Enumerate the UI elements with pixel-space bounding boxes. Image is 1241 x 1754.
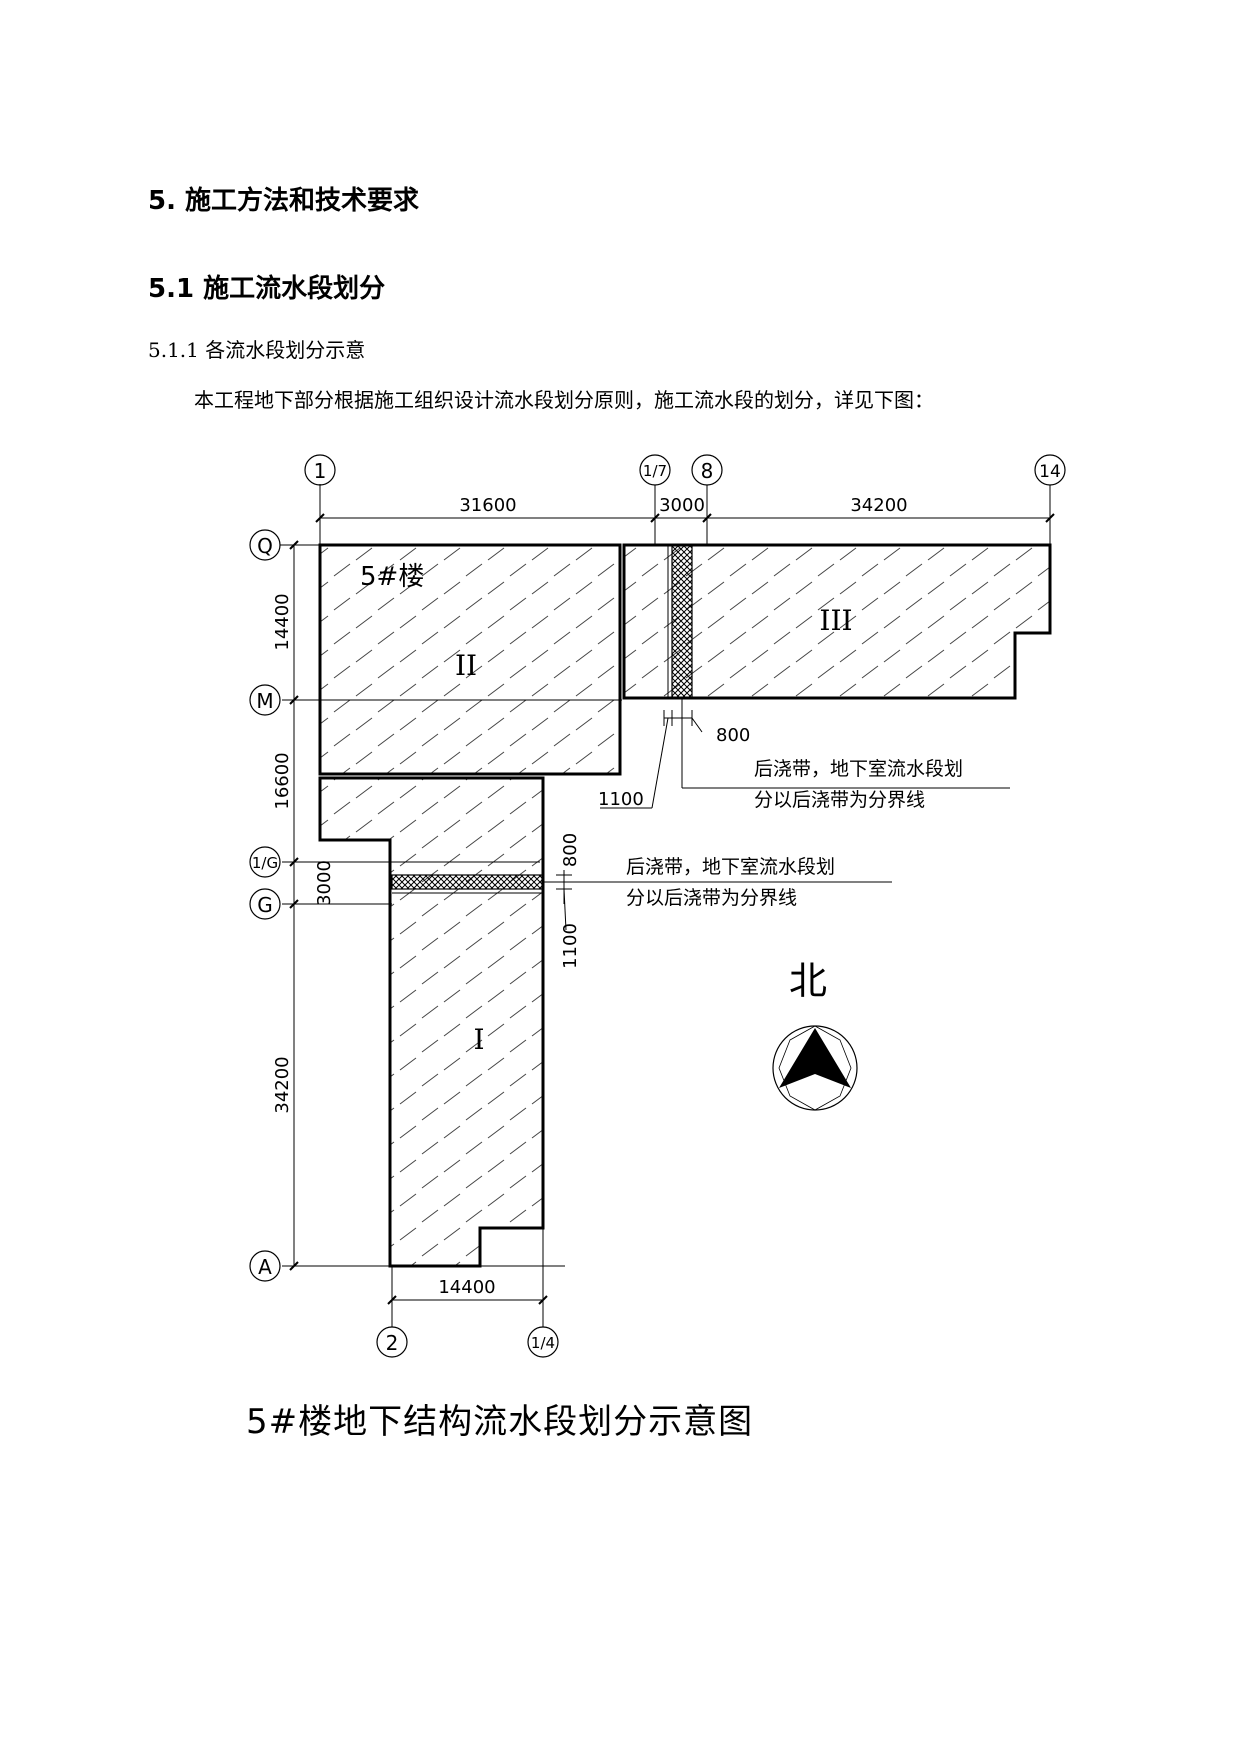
- dim-left-16600: 16600: [272, 752, 293, 809]
- axis-bubble-q: Q: [249, 529, 281, 561]
- dim-left-3000: 3000: [314, 860, 335, 906]
- svg-text:8: 8: [701, 459, 714, 483]
- section-label-i: I: [473, 1023, 484, 1056]
- band-left-width: 800: [560, 833, 581, 867]
- band-notes: 后浇带，地下室流水段划 分以后浇带为分界线 后浇带，地下室流水段划 分以后浇带为…: [626, 758, 963, 909]
- dimension-texts: 31600 3000 34200 14400 16600 3000 34200 …: [272, 495, 908, 1298]
- dim-top-31600: 31600: [459, 495, 516, 516]
- building-regions: [318, 543, 1052, 1268]
- sub-subsection-heading: 5.1.1 各流水段划分示意: [148, 338, 366, 362]
- section-heading: 5. 施工方法和技术要求: [148, 186, 420, 216]
- band-left-offset: 1100: [560, 923, 581, 969]
- band-left-note-line2: 分以后浇带为分界线: [626, 887, 797, 909]
- region-ii: [318, 543, 622, 776]
- svg-text:1/7: 1/7: [643, 462, 667, 480]
- svg-text:1/G: 1/G: [252, 854, 278, 872]
- svg-text:2: 2: [386, 1331, 399, 1355]
- svg-text:14: 14: [1039, 462, 1061, 482]
- axis-bubble-1: 1: [304, 454, 336, 486]
- axis-bubble-2: 2: [376, 1326, 408, 1358]
- north-arrow-icon: [772, 1025, 858, 1111]
- dimension-ticks: [289, 513, 1055, 1305]
- svg-text:Q: Q: [257, 534, 273, 558]
- band-right-note-line2: 分以后浇带为分界线: [754, 789, 925, 811]
- svg-text:G: G: [257, 893, 273, 917]
- band-right-width: 800: [716, 725, 750, 746]
- dim-left-34200: 34200: [272, 1056, 293, 1113]
- subsection-heading: 5.1 施工流水段划分: [148, 274, 386, 304]
- axis-bubble-m: M: [249, 684, 281, 716]
- north-label: 北: [789, 959, 827, 1003]
- post-cast-band-horizontal: [391, 874, 543, 890]
- axis-bubbles: 1 1/7 8 14 Q M 1/G G: [249, 454, 1066, 1358]
- band-leaders: [542, 698, 1010, 931]
- axis-bubble-1-g: 1/G: [249, 846, 281, 878]
- post-cast-band-vertical: [671, 544, 693, 699]
- drawing-caption: 5#楼地下结构流水段划分示意图: [246, 1402, 753, 1442]
- axis-bubble-8: 8: [691, 454, 723, 486]
- axis-bubble-g: G: [249, 888, 281, 920]
- axis-bubble-1-4: 1/4: [527, 1326, 559, 1358]
- band-right-offset: 1100: [598, 789, 644, 810]
- building-label: 5#楼: [360, 562, 424, 592]
- band-left-note-line1: 后浇带，地下室流水段划: [626, 856, 835, 878]
- dim-bottom-14400: 14400: [438, 1277, 495, 1298]
- svg-text:M: M: [256, 689, 273, 713]
- region-i: [318, 776, 545, 1268]
- dimension-lines: [282, 484, 1051, 1315]
- axis-bubble-1-7: 1/7: [639, 454, 671, 486]
- dim-top-34200: 34200: [850, 495, 907, 516]
- section-label-iii: III: [819, 604, 852, 637]
- svg-text:A: A: [258, 1255, 272, 1279]
- body-paragraph: 本工程地下部分根据施工组织设计流水段划分原则，施工流水段的划分，详见下图：: [194, 388, 934, 412]
- dim-left-14400: 14400: [272, 593, 293, 650]
- band-right-note-line1: 后浇带，地下室流水段划: [754, 758, 963, 780]
- svg-text:1/4: 1/4: [531, 1334, 555, 1352]
- dim-top-3000: 3000: [659, 495, 705, 516]
- axis-bubble-14: 14: [1034, 454, 1066, 486]
- axis-bubble-a: A: [249, 1250, 281, 1282]
- svg-text:1: 1: [314, 459, 327, 483]
- section-label-ii: II: [455, 649, 477, 682]
